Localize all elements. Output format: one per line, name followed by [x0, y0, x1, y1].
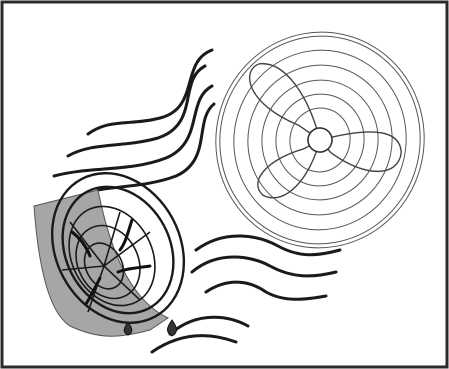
fan-hub [306, 126, 334, 154]
fan-icon [196, 13, 444, 268]
condensate-drain-pan-icon [27, 150, 210, 346]
